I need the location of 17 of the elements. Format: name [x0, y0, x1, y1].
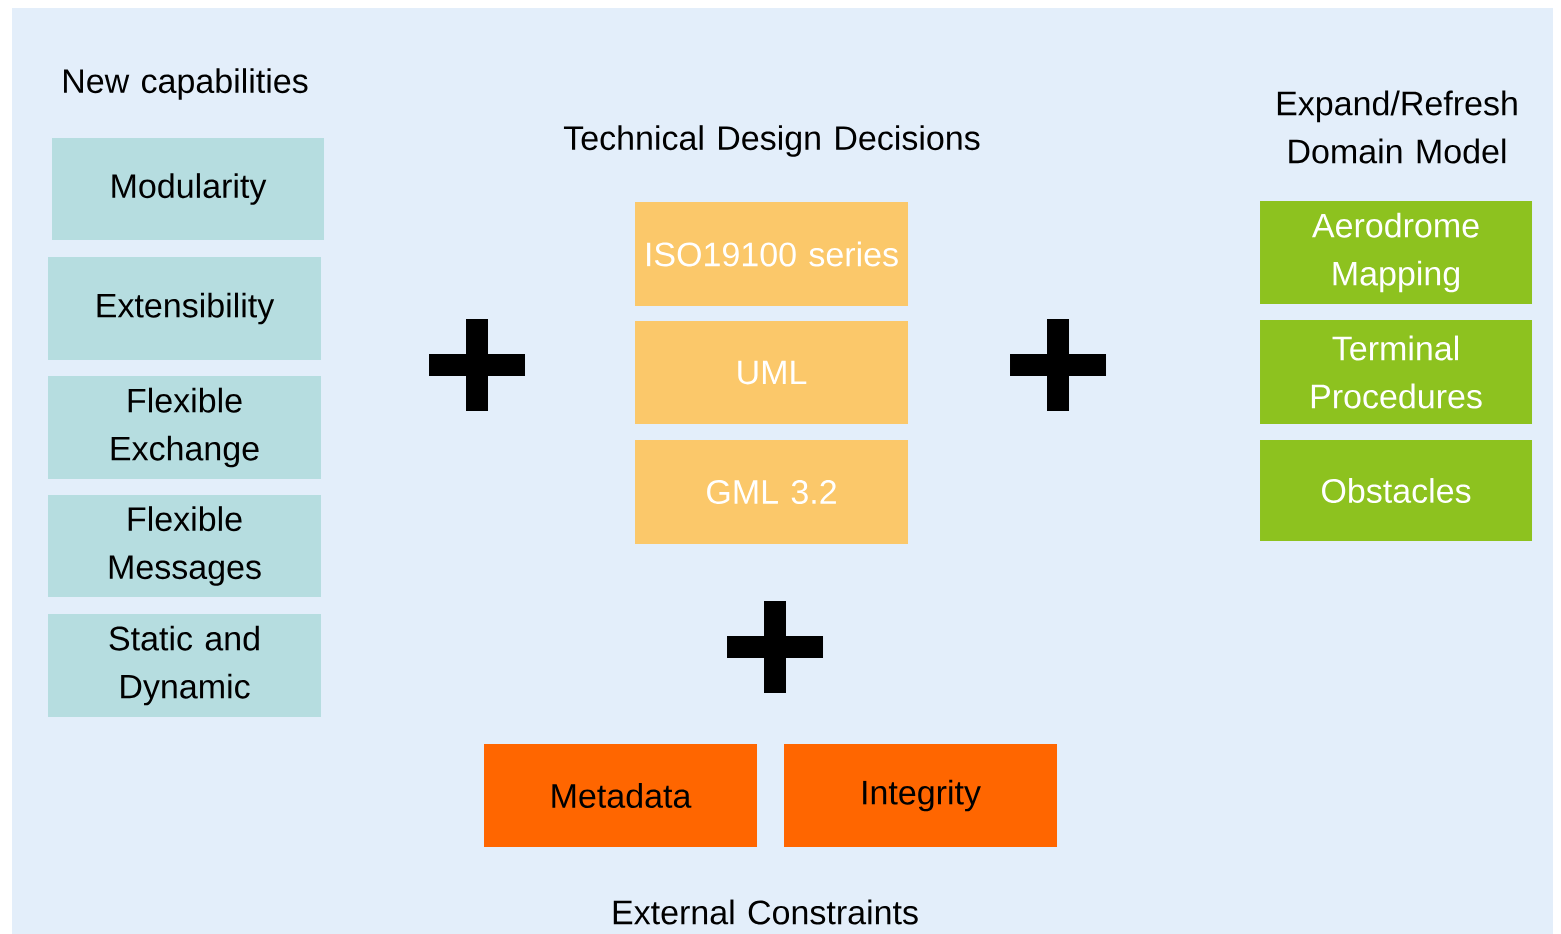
- box: Terminal Procedures: [1260, 320, 1532, 424]
- box: Obstacles: [1260, 440, 1532, 541]
- heading: Technical Design Decisions: [563, 125, 980, 157]
- box: Flexible Exchange: [48, 376, 321, 479]
- box: Flexible Messages: [48, 495, 321, 597]
- heading: New capabilities: [64, 68, 308, 100]
- box: Metadata: [484, 744, 757, 847]
- box: ISO19100 series: [635, 202, 908, 306]
- heading: External Constraints: [613, 899, 918, 925]
- box: Extensibility: [48, 257, 321, 360]
- box: GML 3.2: [635, 440, 908, 544]
- heading: Expand/Refresh Domain Model: [1277, 90, 1517, 164]
- box: Static and Dynamic: [48, 614, 321, 717]
- box: Aerodrome Mapping: [1260, 201, 1532, 304]
- box: Integrity: [784, 744, 1057, 847]
- box: Modularity: [52, 138, 324, 240]
- box: UML: [635, 321, 908, 424]
